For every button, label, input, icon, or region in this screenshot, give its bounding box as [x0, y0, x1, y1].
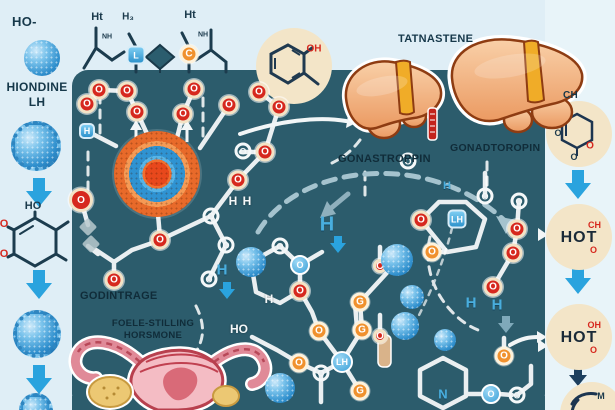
liver-left [341, 57, 445, 140]
uterus-illustration [68, 335, 273, 410]
down-arrow-icons [26, 170, 591, 394]
gray-down-arrow-icon [320, 191, 351, 218]
benzene-inset-circle [256, 28, 332, 104]
micelle-cross-section [114, 131, 200, 217]
metabolite-step2-circle [546, 204, 612, 270]
up-arrow-icons [130, 120, 548, 352]
top-molecule-structures [6, 26, 228, 268]
metabolite-step3-circle [546, 304, 612, 370]
red-ribbon-tag [427, 107, 438, 141]
liver-right [447, 34, 587, 134]
diamond-connector-icon [144, 43, 176, 73]
white-curved-arrow-to-hot [508, 331, 547, 347]
capsule-shape [377, 334, 392, 368]
metabolite-step4-circle [560, 382, 615, 410]
